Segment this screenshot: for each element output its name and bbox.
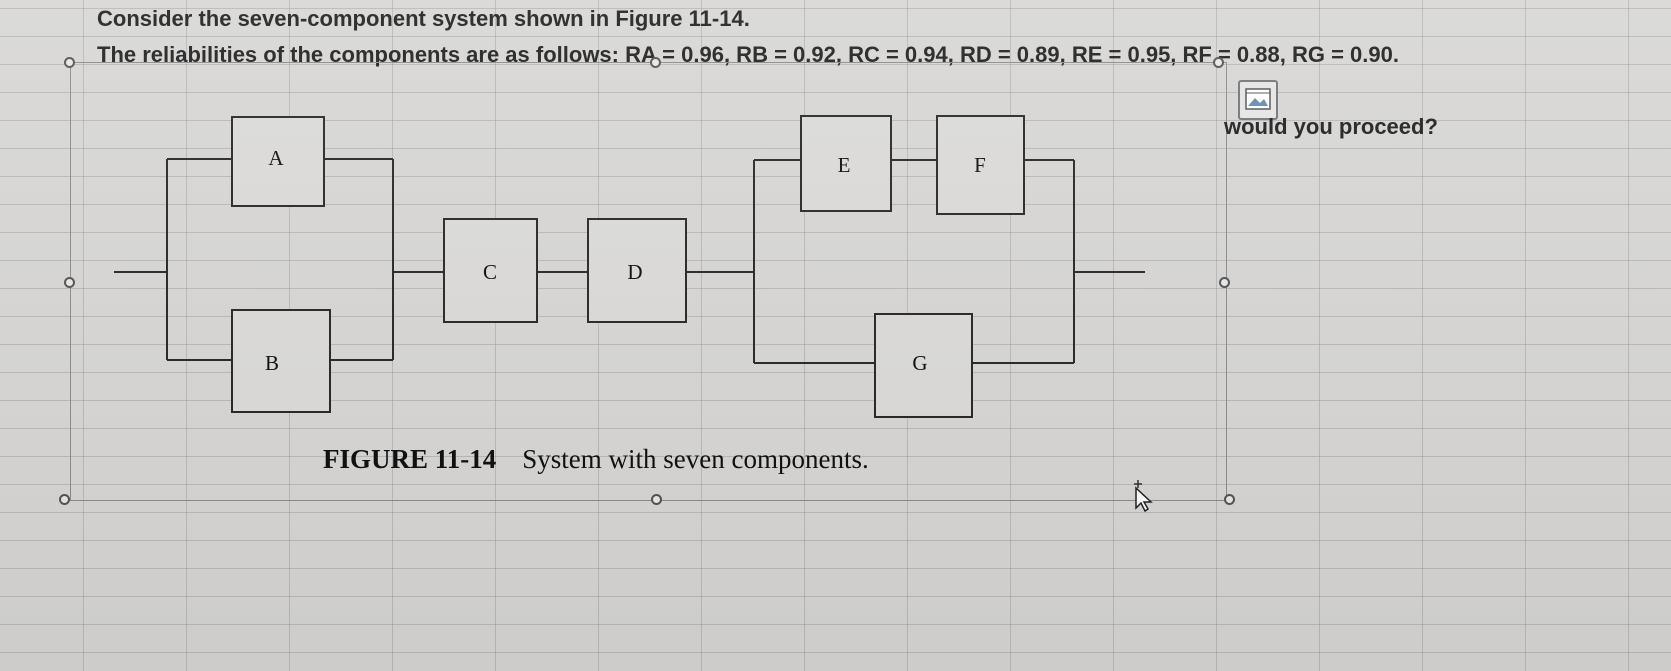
- component-block-e: [800, 115, 892, 212]
- component-label-b: B: [265, 351, 279, 375]
- resize-handle-top-left[interactable]: [64, 57, 75, 68]
- resize-handle-bottom-right[interactable]: [1224, 494, 1235, 505]
- move-cursor-icon: [1134, 480, 1153, 513]
- component-block-a: [231, 116, 325, 207]
- figure-caption-text: System with seven components.: [522, 444, 869, 474]
- resize-handle-top-middle[interactable]: [650, 57, 661, 68]
- component-block-b: [231, 309, 331, 413]
- component-block-g: [874, 313, 973, 418]
- question-line-3-partial: would you proceed?: [1224, 114, 1438, 139]
- resize-handle-top-right[interactable]: [1213, 57, 1224, 68]
- component-block-d: [587, 218, 687, 323]
- resize-handle-bottom-left[interactable]: [59, 494, 70, 505]
- figure-caption-label: FIGURE 11-14: [323, 444, 497, 474]
- resize-handle-middle-left[interactable]: [64, 277, 75, 288]
- component-block-c: [443, 218, 538, 323]
- resize-handle-bottom-middle[interactable]: [651, 494, 662, 505]
- component-label-g: G: [912, 351, 927, 375]
- resize-handle-middle-right[interactable]: [1219, 277, 1230, 288]
- component-label-a: A: [268, 146, 284, 170]
- component-label-c: C: [483, 260, 497, 284]
- image-icon[interactable]: [1238, 80, 1278, 120]
- component-label-f: F: [974, 153, 986, 177]
- figure-caption: FIGURE 11-14 System with seven components…: [323, 444, 869, 475]
- component-label-e: E: [838, 153, 851, 177]
- component-label-d: D: [627, 260, 642, 284]
- question-line-1: Consider the seven-component system show…: [97, 6, 750, 31]
- component-block-f: [936, 115, 1025, 215]
